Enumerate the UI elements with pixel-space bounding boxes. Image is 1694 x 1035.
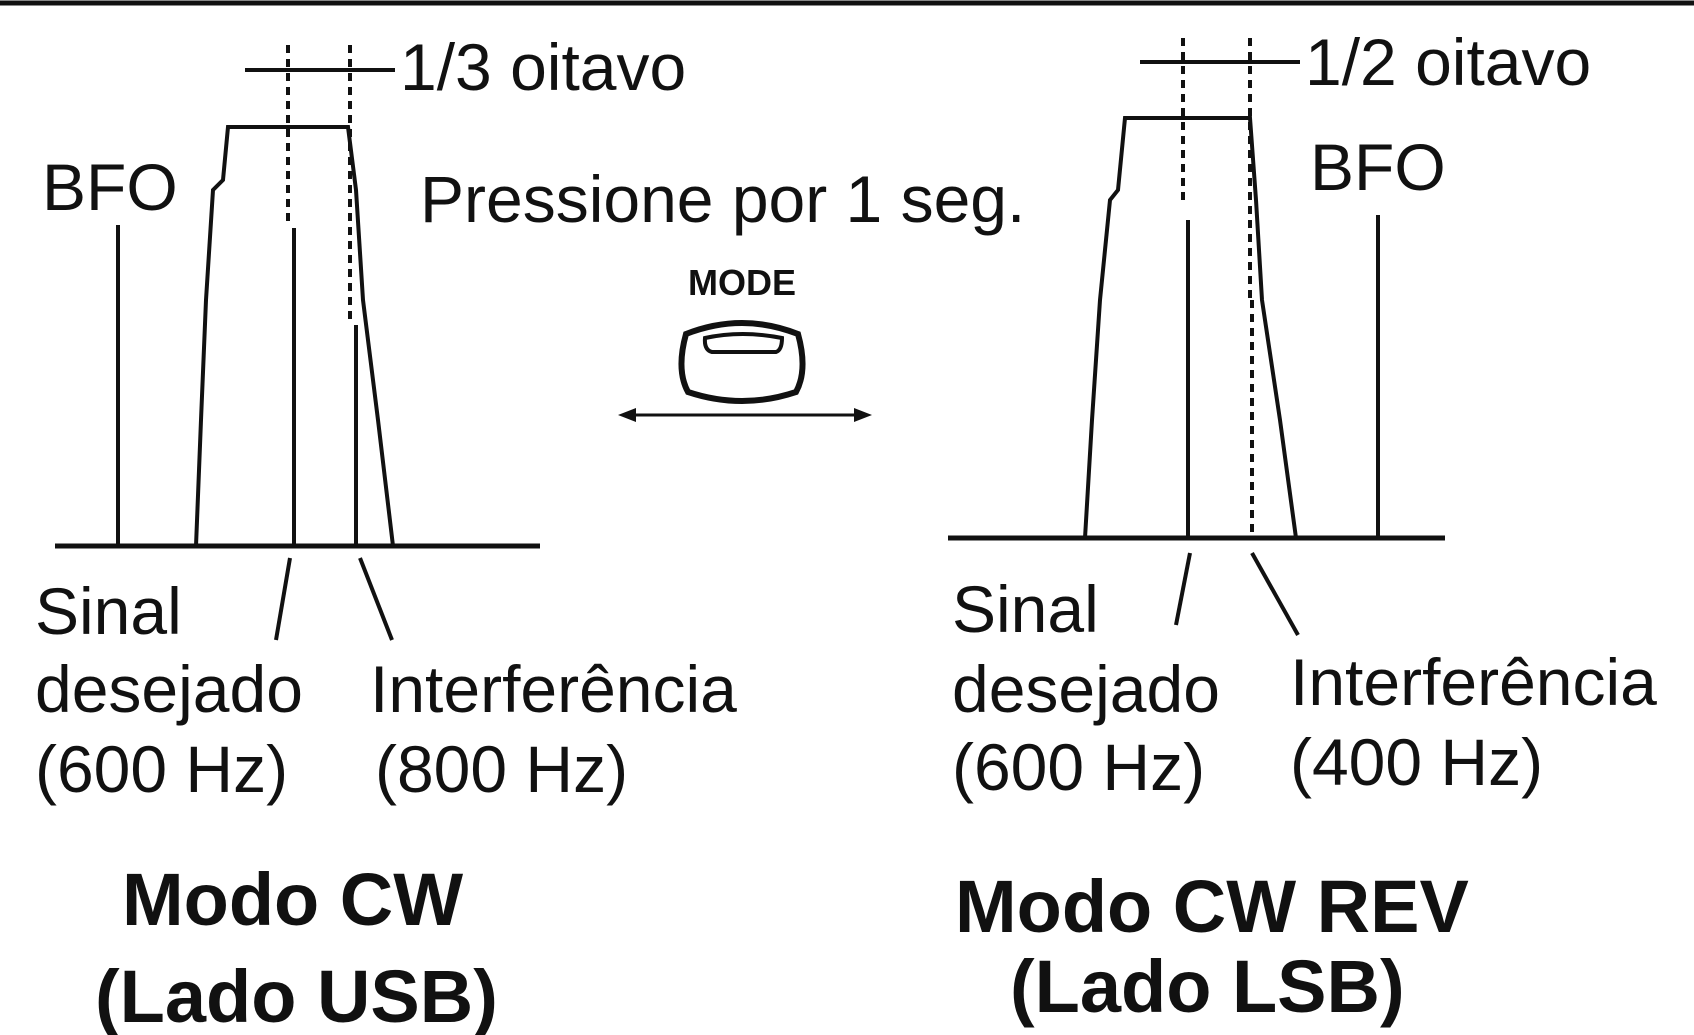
right-panel: 1/2 oitavo BFO Sinal desejado (600 Hz) I… xyxy=(948,25,1657,1028)
press-instruction: Pressione por 1 seg. xyxy=(420,162,1025,236)
left-filter-passband xyxy=(194,125,395,547)
left-wanted-line2: desejado xyxy=(35,652,303,726)
left-title-line2: (Lado USB) xyxy=(95,955,498,1035)
left-bfo-label: BFO xyxy=(42,150,178,224)
toggle-double-arrow-icon xyxy=(618,408,872,422)
right-interference-line2: (400 Hz) xyxy=(1290,725,1543,799)
right-wanted-line3: (600 Hz) xyxy=(952,730,1205,804)
right-filter-passband xyxy=(1083,116,1298,539)
left-interference-pointer xyxy=(358,557,394,641)
left-panel: 1/3 oitavo BFO Sinal desejado (600 Hz) I… xyxy=(35,30,737,1035)
left-octave-label: 1/3 oitavo xyxy=(400,30,686,104)
mode-button-icon xyxy=(678,320,806,404)
right-octave-label: 1/2 oitavo xyxy=(1305,25,1591,99)
right-wanted-line1: Sinal xyxy=(952,572,1099,646)
right-title-line2: (Lado LSB) xyxy=(1010,945,1405,1028)
left-interference-line1: Interferência xyxy=(370,652,737,726)
right-interference-pointer xyxy=(1250,552,1300,636)
left-signal-pointer xyxy=(274,557,292,641)
right-title-line1: Modo CW REV xyxy=(955,865,1469,948)
right-signal-pointer xyxy=(1174,552,1192,626)
left-interference-line2: (800 Hz) xyxy=(375,732,628,806)
left-title-line1: Modo CW xyxy=(122,858,463,941)
right-bfo-label: BFO xyxy=(1310,130,1446,204)
mode-button-label: MODE xyxy=(688,262,796,303)
left-wanted-line1: Sinal xyxy=(35,574,182,648)
center-panel: Pressione por 1 seg. MODE xyxy=(420,162,1025,422)
left-wanted-line3: (600 Hz) xyxy=(35,732,288,806)
right-wanted-line2: desejado xyxy=(952,652,1220,726)
right-interference-line1: Interferência xyxy=(1290,645,1657,719)
